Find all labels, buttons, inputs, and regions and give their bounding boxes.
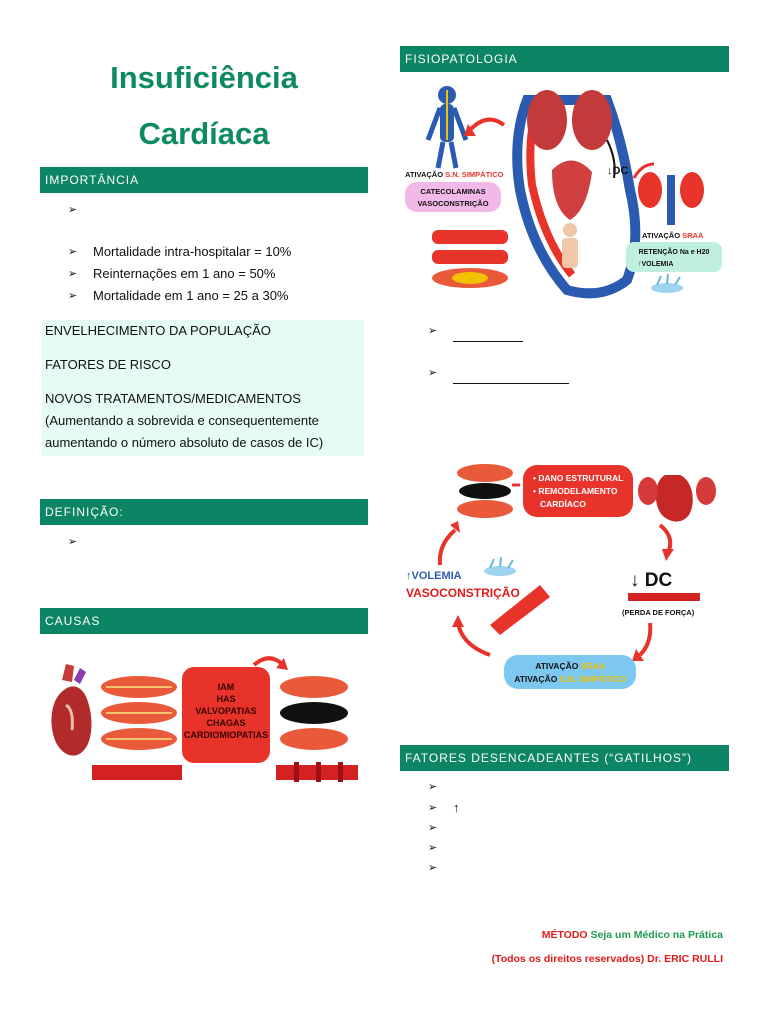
svg-text:RETENÇÃO Na e H20: RETENÇÃO Na e H20 xyxy=(639,247,710,256)
water-splash-icon xyxy=(651,273,683,293)
ativacao-sns: ATIVAÇÃO S.N. SIMPÁTICO xyxy=(514,674,626,684)
ciclo-illustration: • DANO ESTRUTURAL • REMODELAMENTO CARDÍA… xyxy=(400,455,728,697)
muscle-fibers-icon xyxy=(101,676,177,750)
ativacao-badge xyxy=(504,655,636,689)
importancia-box: ENVELHECIMENTO DA POPULAÇÃO FATORES DE R… xyxy=(42,320,364,456)
svg-text:CARDÍACO: CARDÍACO xyxy=(540,499,586,509)
title-line-1: Insuficiência xyxy=(110,60,298,95)
arrow-icon xyxy=(437,528,457,566)
causas-illustration: IAM HAS VALVOPATIAS CHAGAS CARDIOMIOPATI… xyxy=(44,650,364,782)
list-item xyxy=(428,818,728,838)
vessel-icon xyxy=(432,230,508,288)
arrow-icon xyxy=(638,622,653,657)
vessel-icon xyxy=(628,593,700,601)
box-line: NOVOS TRATAMENTOS/MEDICAMENTOS xyxy=(45,391,301,406)
footer-method: MÉTODO Seja um Médico na Prática xyxy=(492,923,723,947)
list-item xyxy=(428,777,728,797)
box-line: (Aumentando a sobrevida e consequentemen… xyxy=(45,413,319,428)
footer-rights: (Todos os direitos reservados) Dr. ERIC … xyxy=(491,953,723,965)
vaso-label: VASOCONSTRIÇÃO xyxy=(406,585,520,600)
svg-text:VASOCONSTRIÇÃO: VASOCONSTRIÇÃO xyxy=(417,199,488,208)
arrow-icon xyxy=(468,117,506,132)
list-item xyxy=(428,320,728,362)
catecolaminas-badge xyxy=(405,182,501,212)
importancia-header: IMPORTÂNCIA xyxy=(40,167,368,193)
list-item xyxy=(428,838,728,858)
damaged-muscle-icon xyxy=(280,676,348,750)
dano-box xyxy=(523,465,633,517)
retencao-badge xyxy=(626,242,722,272)
sn-label: ATIVAÇÃO S.N. SIMPÁTICO xyxy=(405,170,504,179)
nervous-system-icon xyxy=(425,86,469,169)
fisiopatologia-header: FISIOPATOLOGIA xyxy=(400,46,729,72)
box-line: FATORES DE RISCO xyxy=(45,357,171,372)
strong-heart-icon xyxy=(638,475,716,522)
arrow-icon xyxy=(658,523,673,554)
causa-label: HAS xyxy=(216,694,235,704)
list-item xyxy=(428,362,728,384)
muscle-fibers-icon xyxy=(457,464,513,518)
list-item: Mortalidade em 1 ano = 25 a 30% xyxy=(68,285,368,307)
list-item: Reinternações em 1 ano = 50% xyxy=(68,263,368,285)
heart-icon xyxy=(51,664,92,756)
ativacao-sraa: ATIVAÇÃO SRAA xyxy=(535,661,605,671)
box-line: ENVELHECIMENTO DA POPULAÇÃO xyxy=(45,323,271,338)
svg-text:↑VOLEMIA: ↑VOLEMIA xyxy=(638,261,673,268)
list-item xyxy=(428,858,728,878)
sraa-label: ATIVAÇÃO SRAA xyxy=(642,231,704,240)
title-line-2: Cardíaca xyxy=(138,116,270,151)
svg-text:• REMODELAMENTO: • REMODELAMENTO xyxy=(533,486,618,496)
definicao-list xyxy=(68,531,368,553)
list-item xyxy=(68,199,368,221)
list-item: Mortalidade intra-hospitalar = 10% xyxy=(68,241,368,263)
footer-metodo: MÉTODO xyxy=(541,929,588,941)
fisiopatologia-list xyxy=(428,320,728,384)
box-line: aumentando o número absoluto de casos de… xyxy=(45,435,324,450)
svg-text:• DANO ESTRUTURAL: • DANO ESTRUTURAL xyxy=(533,473,623,483)
arrow-icon xyxy=(252,656,284,667)
page-title: Insuficiência Cardíaca xyxy=(40,50,368,162)
fatores-header: FATORES DESENCADEANTES (“GATILHOS”) xyxy=(400,745,729,771)
list-item: ↑ xyxy=(428,797,728,818)
water-splash-icon xyxy=(484,556,516,576)
volemia-label: ↑VOLEMIA xyxy=(406,570,462,582)
causa-label: VALVOPATIAS xyxy=(195,706,256,716)
perda-label: (PERDA DE FORÇA) xyxy=(622,608,695,617)
dc-label: ↓ DC xyxy=(630,570,673,591)
kidney-icon xyxy=(638,172,704,225)
causa-label: CARDIOMIOPATIAS xyxy=(184,730,268,740)
fatores-list: ↑ xyxy=(428,777,728,878)
importancia-stats-list: Mortalidade intra-hospitalar = 10% Reint… xyxy=(68,241,368,307)
importancia-list xyxy=(68,199,368,221)
footer: MÉTODO Seja um Médico na Prática (Todos … xyxy=(492,923,723,971)
vessel-icon xyxy=(490,585,550,635)
causas-box xyxy=(182,667,270,763)
fisiopatologia-illustration: ATIVAÇÃO S.N. SIMPÁTICO CATECOLAMINAS VA… xyxy=(402,80,728,302)
circulation-icon xyxy=(512,90,641,299)
causa-label: CHAGAS xyxy=(206,718,245,728)
causa-label: IAM xyxy=(218,682,235,692)
definicao-header: DEFINIÇÃO: xyxy=(40,499,368,525)
list-item xyxy=(68,531,368,553)
arrow-icon xyxy=(456,622,491,657)
causas-header: CAUSAS xyxy=(40,608,368,634)
vessel-icon xyxy=(92,765,182,780)
footer-seja: Seja um Médico na Prática xyxy=(587,929,723,941)
svg-text:CATECOLAMINAS: CATECOLAMINAS xyxy=(420,187,485,196)
dc-label: ↓DC xyxy=(607,165,628,177)
